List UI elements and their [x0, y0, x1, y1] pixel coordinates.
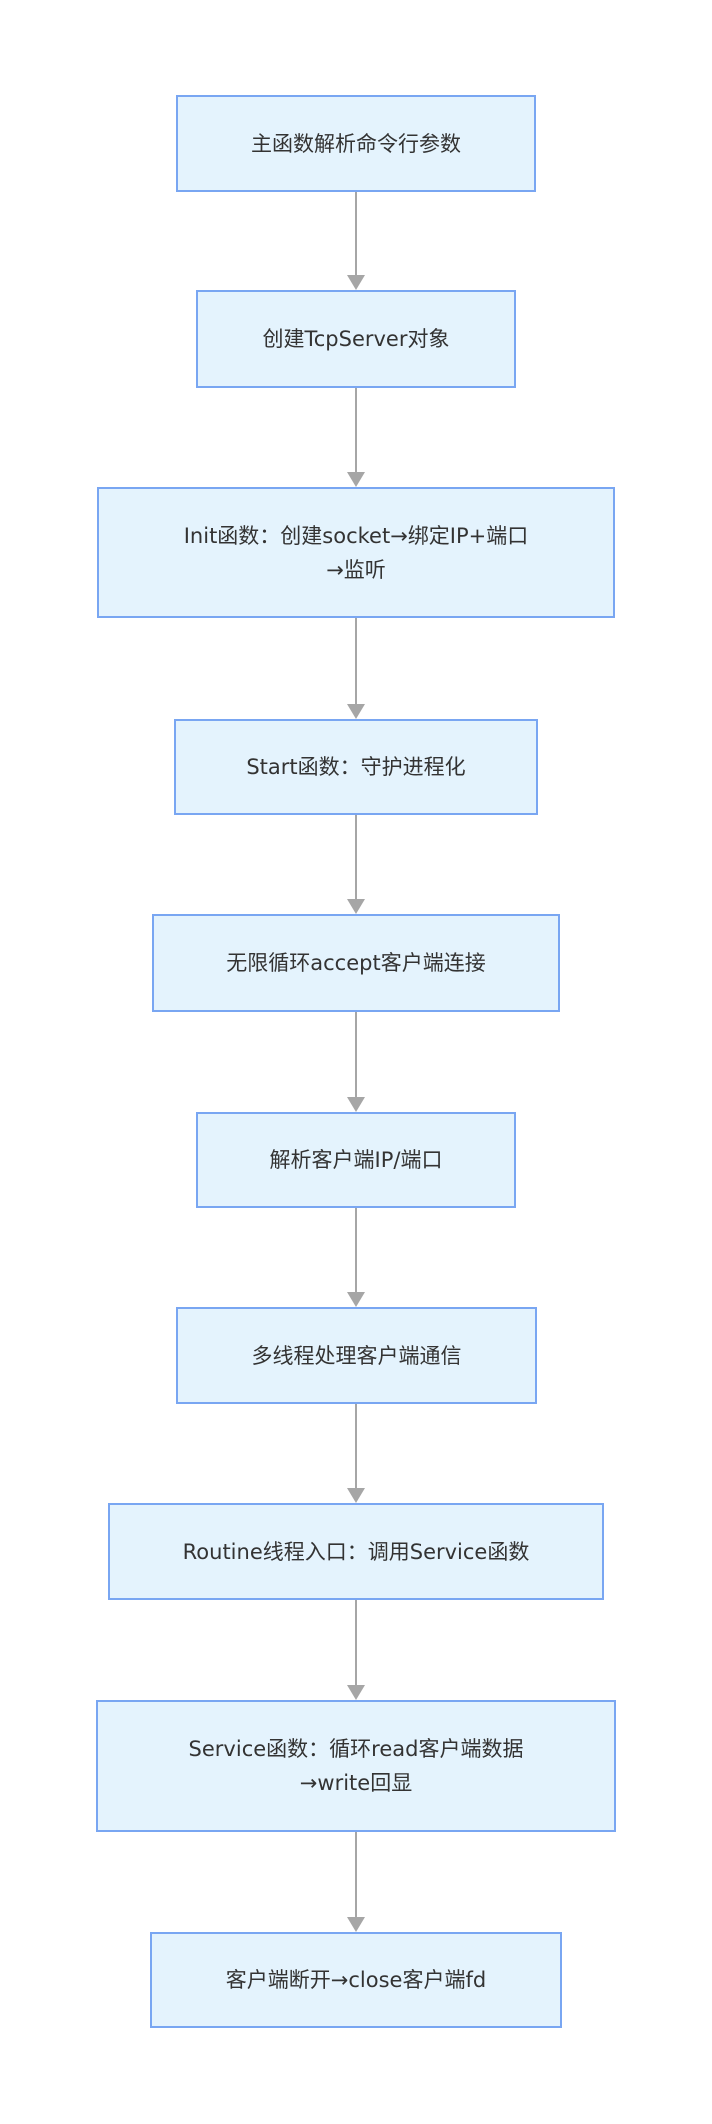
- flow-arrow-start-daemon-to-accept-loop: [347, 815, 365, 914]
- arrow-down-icon: [347, 1685, 365, 1700]
- flow-node-label: Start函数：守护进程化: [246, 755, 466, 779]
- flow-node-parse-args: 主函数解析命令行参数: [176, 95, 536, 192]
- flow-node-label: 创建TcpServer对象: [262, 327, 450, 351]
- arrow-line: [355, 1012, 357, 1097]
- flow-node-label: →write回显: [299, 1771, 413, 1795]
- arrow-line: [355, 1208, 357, 1292]
- flow-node-label: 无限循环accept客户端连接: [226, 951, 486, 975]
- flow-node-accept-loop: 无限循环accept客户端连接: [152, 914, 560, 1012]
- flow-node-create-tcpserver: 创建TcpServer对象: [196, 290, 516, 388]
- flow-node-routine-entry: Routine线程入口：调用Service函数: [108, 1503, 604, 1600]
- flow-arrow-service-echo-to-close-client: [347, 1832, 365, 1932]
- flow-node-label: 多线程处理客户端通信: [251, 1343, 462, 1368]
- arrow-down-icon: [347, 1097, 365, 1112]
- flow-node-label: Init函数：创建socket→绑定IP+端口: [183, 523, 529, 548]
- arrow-down-icon: [347, 704, 365, 719]
- flow-arrow-multithread-to-routine-entry: [347, 1404, 365, 1503]
- arrow-down-icon: [347, 1292, 365, 1307]
- flow-node-multithread: 多线程处理客户端通信: [176, 1307, 537, 1404]
- arrow-line: [355, 1600, 357, 1685]
- flow-node-init-socket: Init函数：创建socket→绑定IP+端口 →监听: [97, 487, 615, 618]
- arrow-line: [355, 192, 357, 275]
- arrow-down-icon: [347, 1488, 365, 1503]
- flow-arrow-routine-entry-to-service-echo: [347, 1600, 365, 1700]
- flow-node-label: Routine线程入口：调用Service函数: [182, 1539, 530, 1564]
- flow-node-label: 解析客户端IP/端口: [269, 1148, 443, 1172]
- flow-arrow-parse-client-to-multithread: [347, 1208, 365, 1307]
- arrow-down-icon: [347, 1917, 365, 1932]
- flow-node-service-echo: Service函数：循环read客户端数据 →write回显: [96, 1700, 616, 1832]
- arrow-line: [355, 1404, 357, 1488]
- flow-node-start-daemon: Start函数：守护进程化: [174, 719, 538, 815]
- flow-arrow-accept-loop-to-parse-client: [347, 1012, 365, 1112]
- flow-node-label: →监听: [326, 557, 386, 582]
- arrow-line: [355, 1832, 357, 1917]
- flow-node-parse-client: 解析客户端IP/端口: [196, 1112, 516, 1208]
- flow-node-close-client: 客户端断开→close客户端fd: [150, 1932, 562, 2028]
- arrow-line: [355, 815, 357, 899]
- arrow-down-icon: [347, 899, 365, 914]
- arrow-line: [355, 618, 357, 704]
- flow-arrow-init-socket-to-start-daemon: [347, 618, 365, 719]
- flow-node-label: Service函数：循环read客户端数据: [188, 1737, 524, 1761]
- flow-arrow-parse-args-to-create-tcpserver: [347, 192, 365, 290]
- arrow-down-icon: [347, 275, 365, 290]
- arrow-down-icon: [347, 472, 365, 487]
- flow-node-label: 客户端断开→close客户端fd: [225, 1968, 487, 1992]
- flow-node-label: 主函数解析命令行参数: [251, 131, 461, 156]
- flow-arrow-create-tcpserver-to-init-socket: [347, 388, 365, 487]
- arrow-line: [355, 388, 357, 472]
